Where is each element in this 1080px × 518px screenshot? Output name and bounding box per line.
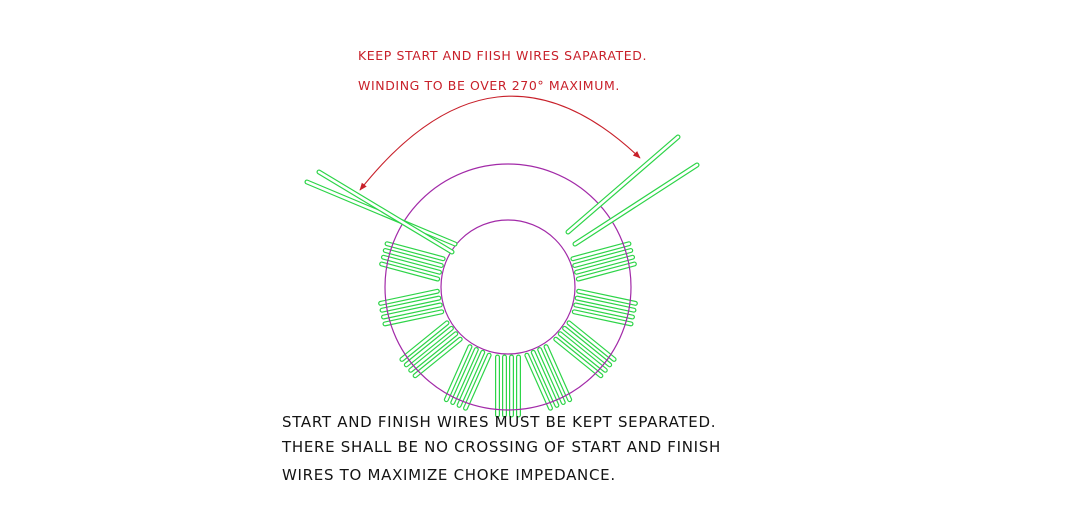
wire-turn-core [577,262,636,281]
wire-turn-core [380,296,441,312]
finish-lead-core [573,163,699,246]
bottom-note-line-3: WIRES TO MAXIMIZE CHOKE IMPEDANCE. [282,466,616,484]
wire-turn-core [382,255,441,274]
wire-turn-core [383,310,444,326]
turn-group [399,320,463,379]
wire-turn-core [538,348,565,404]
wire-turn-core [400,321,449,361]
wire-turn-core [457,351,485,407]
toroid-outer-edge [384,163,632,411]
wire-turn-core [383,249,443,267]
start-finish-leads [304,134,700,255]
turn-group [443,344,492,411]
wire-turn-core [409,332,458,372]
toroid-inner-edge [440,219,576,355]
wire-turn-core [575,255,634,274]
turn-group [571,288,638,327]
wire-turn-core [571,242,631,261]
wire-turn-core [382,303,442,319]
top-note-line-2: WINDING TO BE OVER 270° MAXIMUM. [358,78,620,93]
turn-group [524,344,573,411]
wire-turn-core [574,303,634,319]
top-note-line-1: KEEP START AND FIISH WIRES SAPARATED. [358,48,648,63]
wire-turn-core [575,296,636,312]
wire-turn-core [380,262,439,281]
start-lead-core [305,180,457,246]
start-lead-core [317,170,454,254]
wire-turn-core [405,327,453,367]
wire-turns [378,241,638,418]
wire-turn-core [531,351,559,407]
bottom-note-line-1: START AND FINISH WIRES MUST BE KEPT SEPA… [282,413,717,431]
wire-turn-core [451,348,478,404]
turn-group [495,354,521,418]
wire-turn-core [544,345,571,401]
wire-turn-core [464,353,491,410]
wire-turn-core [554,337,603,378]
turn-group [378,288,445,327]
wire-turn-core [558,332,607,372]
wire-turn-core [445,345,472,401]
wire-turn-core [573,249,633,267]
winding-angle-arrow [359,95,641,191]
bottom-note-line-2: THERE SHALL BE NO CROSSING OF START AND … [282,438,721,456]
wire-turn-core [567,321,616,361]
wire-turn-core [385,242,445,261]
wire-turn-core [413,337,462,378]
wire-turn-core [525,353,552,410]
turn-group [570,241,637,282]
wire-turn-core [379,289,439,305]
turn-group [553,320,617,379]
wire-turn-core [577,289,637,305]
turn-group [379,241,446,282]
wire-turn-core [572,310,633,326]
wire-turn-core [563,327,611,367]
finish-lead-core [566,135,680,234]
